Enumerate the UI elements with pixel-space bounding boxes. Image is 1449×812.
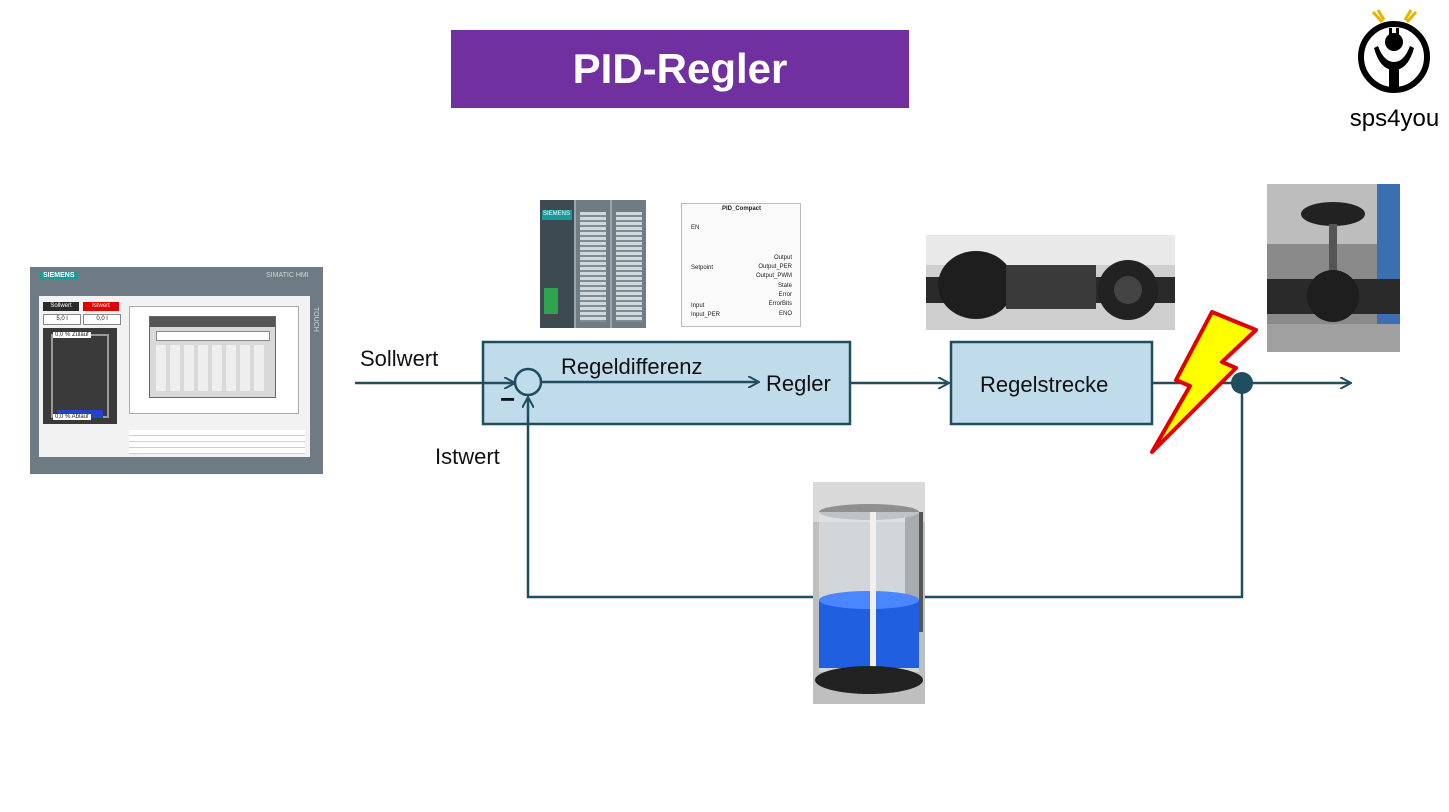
water-tank-image: [813, 482, 925, 704]
hmi-istwert-label: Istwert: [83, 302, 119, 311]
person-plug-logo-icon: [1358, 9, 1430, 93]
pid-in-input: Input: [691, 303, 705, 309]
hmi-outflow: 0,0 % Ablauf: [53, 414, 91, 420]
pid-in-input-per: Input_PER: [691, 312, 721, 318]
pid-in-setpoint: Setpoint: [691, 265, 714, 271]
pid-out-errorbits: ErrorBits: [768, 301, 792, 307]
hmi-brand: SIEMENS: [40, 272, 78, 279]
controller-label: Regler: [766, 371, 831, 396]
hmi-keypad[interactable]: [149, 316, 276, 398]
pid-out-state: State: [777, 283, 792, 289]
pid-out-output-pwm: Output_PWM: [755, 273, 792, 279]
hmi-sollwert-value[interactable]: 5,0 l: [43, 314, 81, 325]
hmi-table: [129, 430, 305, 454]
lightning-bolt-icon: [1150, 310, 1258, 454]
feedback-label: Istwert: [435, 444, 500, 469]
plant-label: Regelstrecke: [980, 372, 1109, 397]
pid-out-output-per: Output_PER: [758, 264, 792, 270]
hmi-inflow: 0,0 % Zulauf: [53, 332, 91, 338]
hmi-touch: TOUCH: [312, 307, 319, 332]
logo-text: sps4you: [1349, 105, 1440, 132]
minus-sign: −: [500, 384, 516, 414]
control-valve-image: [1267, 184, 1400, 352]
logo: sps4you: [1340, 0, 1449, 140]
valve-pipe-image: [926, 235, 1175, 330]
pid-out-error: Error: [778, 292, 792, 298]
pid-block-name: PID_Compact: [722, 206, 762, 212]
hmi-istwert-value: 0,0 l: [83, 314, 121, 325]
pid-out-output: Output: [773, 255, 792, 261]
hmi-sollwert-label: Sollwert: [43, 302, 79, 311]
pid-block-image: PID_Compact EN Setpoint Input Input_PER …: [681, 203, 801, 327]
plant-block: [949, 340, 1154, 426]
hmi-tank-view: [43, 328, 117, 424]
pid-out-eno: ENO: [778, 311, 792, 317]
hmi-model: SIMATIC HMI: [266, 272, 309, 279]
hmi-screen: Sollwert 5,0 l Istwert 0,0 l 0,0 % Zulau…: [39, 296, 310, 457]
hmi-panel-image: SIEMENS SIMATIC HMI TOUCH Sollwert 5,0 l…: [30, 267, 323, 474]
pid-in-en: EN: [691, 225, 700, 231]
setpoint-label: Sollwert: [360, 346, 439, 371]
error-label: Regeldifferenz: [561, 354, 703, 379]
plc-image: SIEMENS: [540, 200, 646, 328]
plc-brand: SIEMENS: [543, 211, 571, 217]
title-banner: PID-Regler: [451, 30, 909, 108]
page-title: PID-Regler: [572, 45, 788, 92]
